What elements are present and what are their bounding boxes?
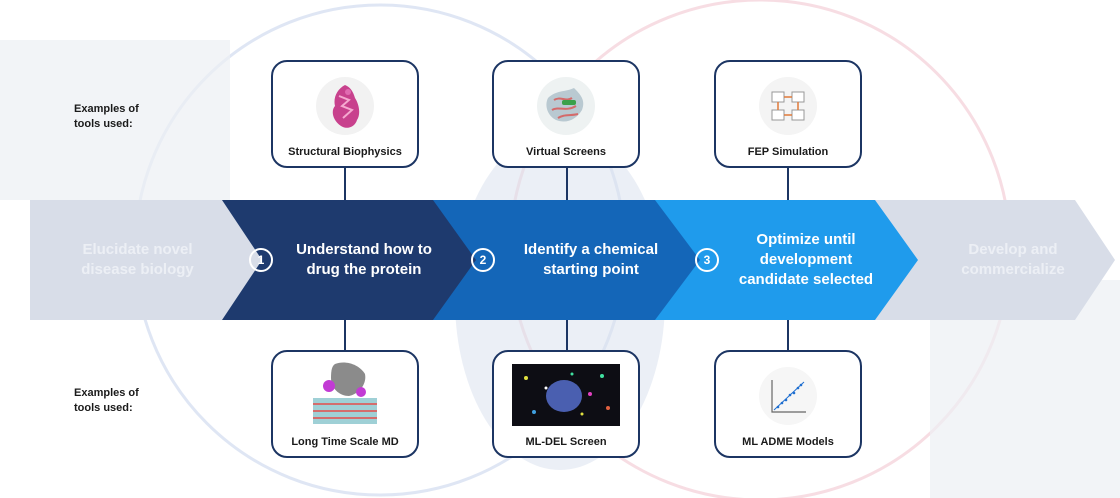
connector-bottom-2 <box>566 320 568 350</box>
fep-diagram-icon <box>759 77 817 135</box>
connector-top-3 <box>787 168 789 200</box>
stage-shape-2 <box>433 200 712 320</box>
tool-label: Structural Biophysics <box>288 146 402 158</box>
tool-label: Long Time Scale MD <box>291 436 399 448</box>
stage-number-3: 3 <box>695 248 719 272</box>
stage-line: Optimize until <box>756 231 856 248</box>
stage-line: Identify a chemical <box>523 241 659 258</box>
stage-line: starting point <box>543 261 639 278</box>
tool-label: FEP Simulation <box>747 146 829 158</box>
tool-label: Virtual Screens <box>526 146 606 158</box>
stage-line: Elucidate novel <box>82 241 193 258</box>
tool-label: ML-DEL Screen <box>525 436 607 448</box>
stage-number-2: 2 <box>471 248 495 272</box>
virtual-screen-icon <box>537 77 595 135</box>
connector-top-2 <box>566 168 568 200</box>
tool-card-long-time-scale-md: Long Time Scale MD <box>271 350 419 458</box>
tool-card-virtual-screens: Virtual Screens <box>492 60 640 168</box>
stage-shape-4 <box>870 200 1115 320</box>
scatter-plot-icon <box>759 367 817 425</box>
top-tools-label: Examples of tools used: <box>74 102 139 132</box>
stage-text-1: Understand how to drug the protein <box>278 225 450 295</box>
del-screen-icon <box>512 364 620 426</box>
bottom-tools-label: Examples of tools used: <box>74 386 139 416</box>
tool-card-ml-del-screen: ML-DEL Screen <box>492 350 640 458</box>
tool-card-fep-simulation: FEP Simulation <box>714 60 862 168</box>
stage-text-2: Identify a chemical starting point <box>500 225 682 295</box>
top-tools-label-line: tools used: <box>74 118 133 130</box>
stage-text-4: Develop and commercialize <box>918 225 1108 295</box>
bottom-tools-label-line: tools used: <box>74 402 133 414</box>
stage-text-3: Optimize until development candidate sel… <box>722 220 890 300</box>
top-tools-label-line: Examples of <box>74 103 139 115</box>
stage-shape-3 <box>655 200 918 320</box>
membrane-md-icon <box>313 362 377 424</box>
connector-bottom-3 <box>787 320 789 350</box>
tool-card-structural-biophysics: Structural Biophysics <box>271 60 419 168</box>
stage-line: candidate selected <box>738 271 874 288</box>
stage-line: development <box>759 251 853 268</box>
connector-bottom-1 <box>344 320 346 350</box>
stage-line: disease biology <box>81 261 194 278</box>
stage-shape-0 <box>30 200 265 320</box>
bottom-tools-label-line: Examples of <box>74 387 139 399</box>
stage-line: Understand how to <box>296 241 432 258</box>
stage-line: Develop and <box>968 241 1058 258</box>
tool-label: ML ADME Models <box>742 436 834 448</box>
stage-line: commercialize <box>961 261 1065 278</box>
stage-line: drug the protein <box>306 261 422 278</box>
protein-structure-icon <box>316 77 374 135</box>
stage-shape-1 <box>222 200 488 320</box>
stage-number-1: 1 <box>249 248 273 272</box>
tool-card-ml-adme-models: ML ADME Models <box>714 350 862 458</box>
connector-top-1 <box>344 168 346 200</box>
stage-text-0: Elucidate novel disease biology <box>45 225 230 295</box>
